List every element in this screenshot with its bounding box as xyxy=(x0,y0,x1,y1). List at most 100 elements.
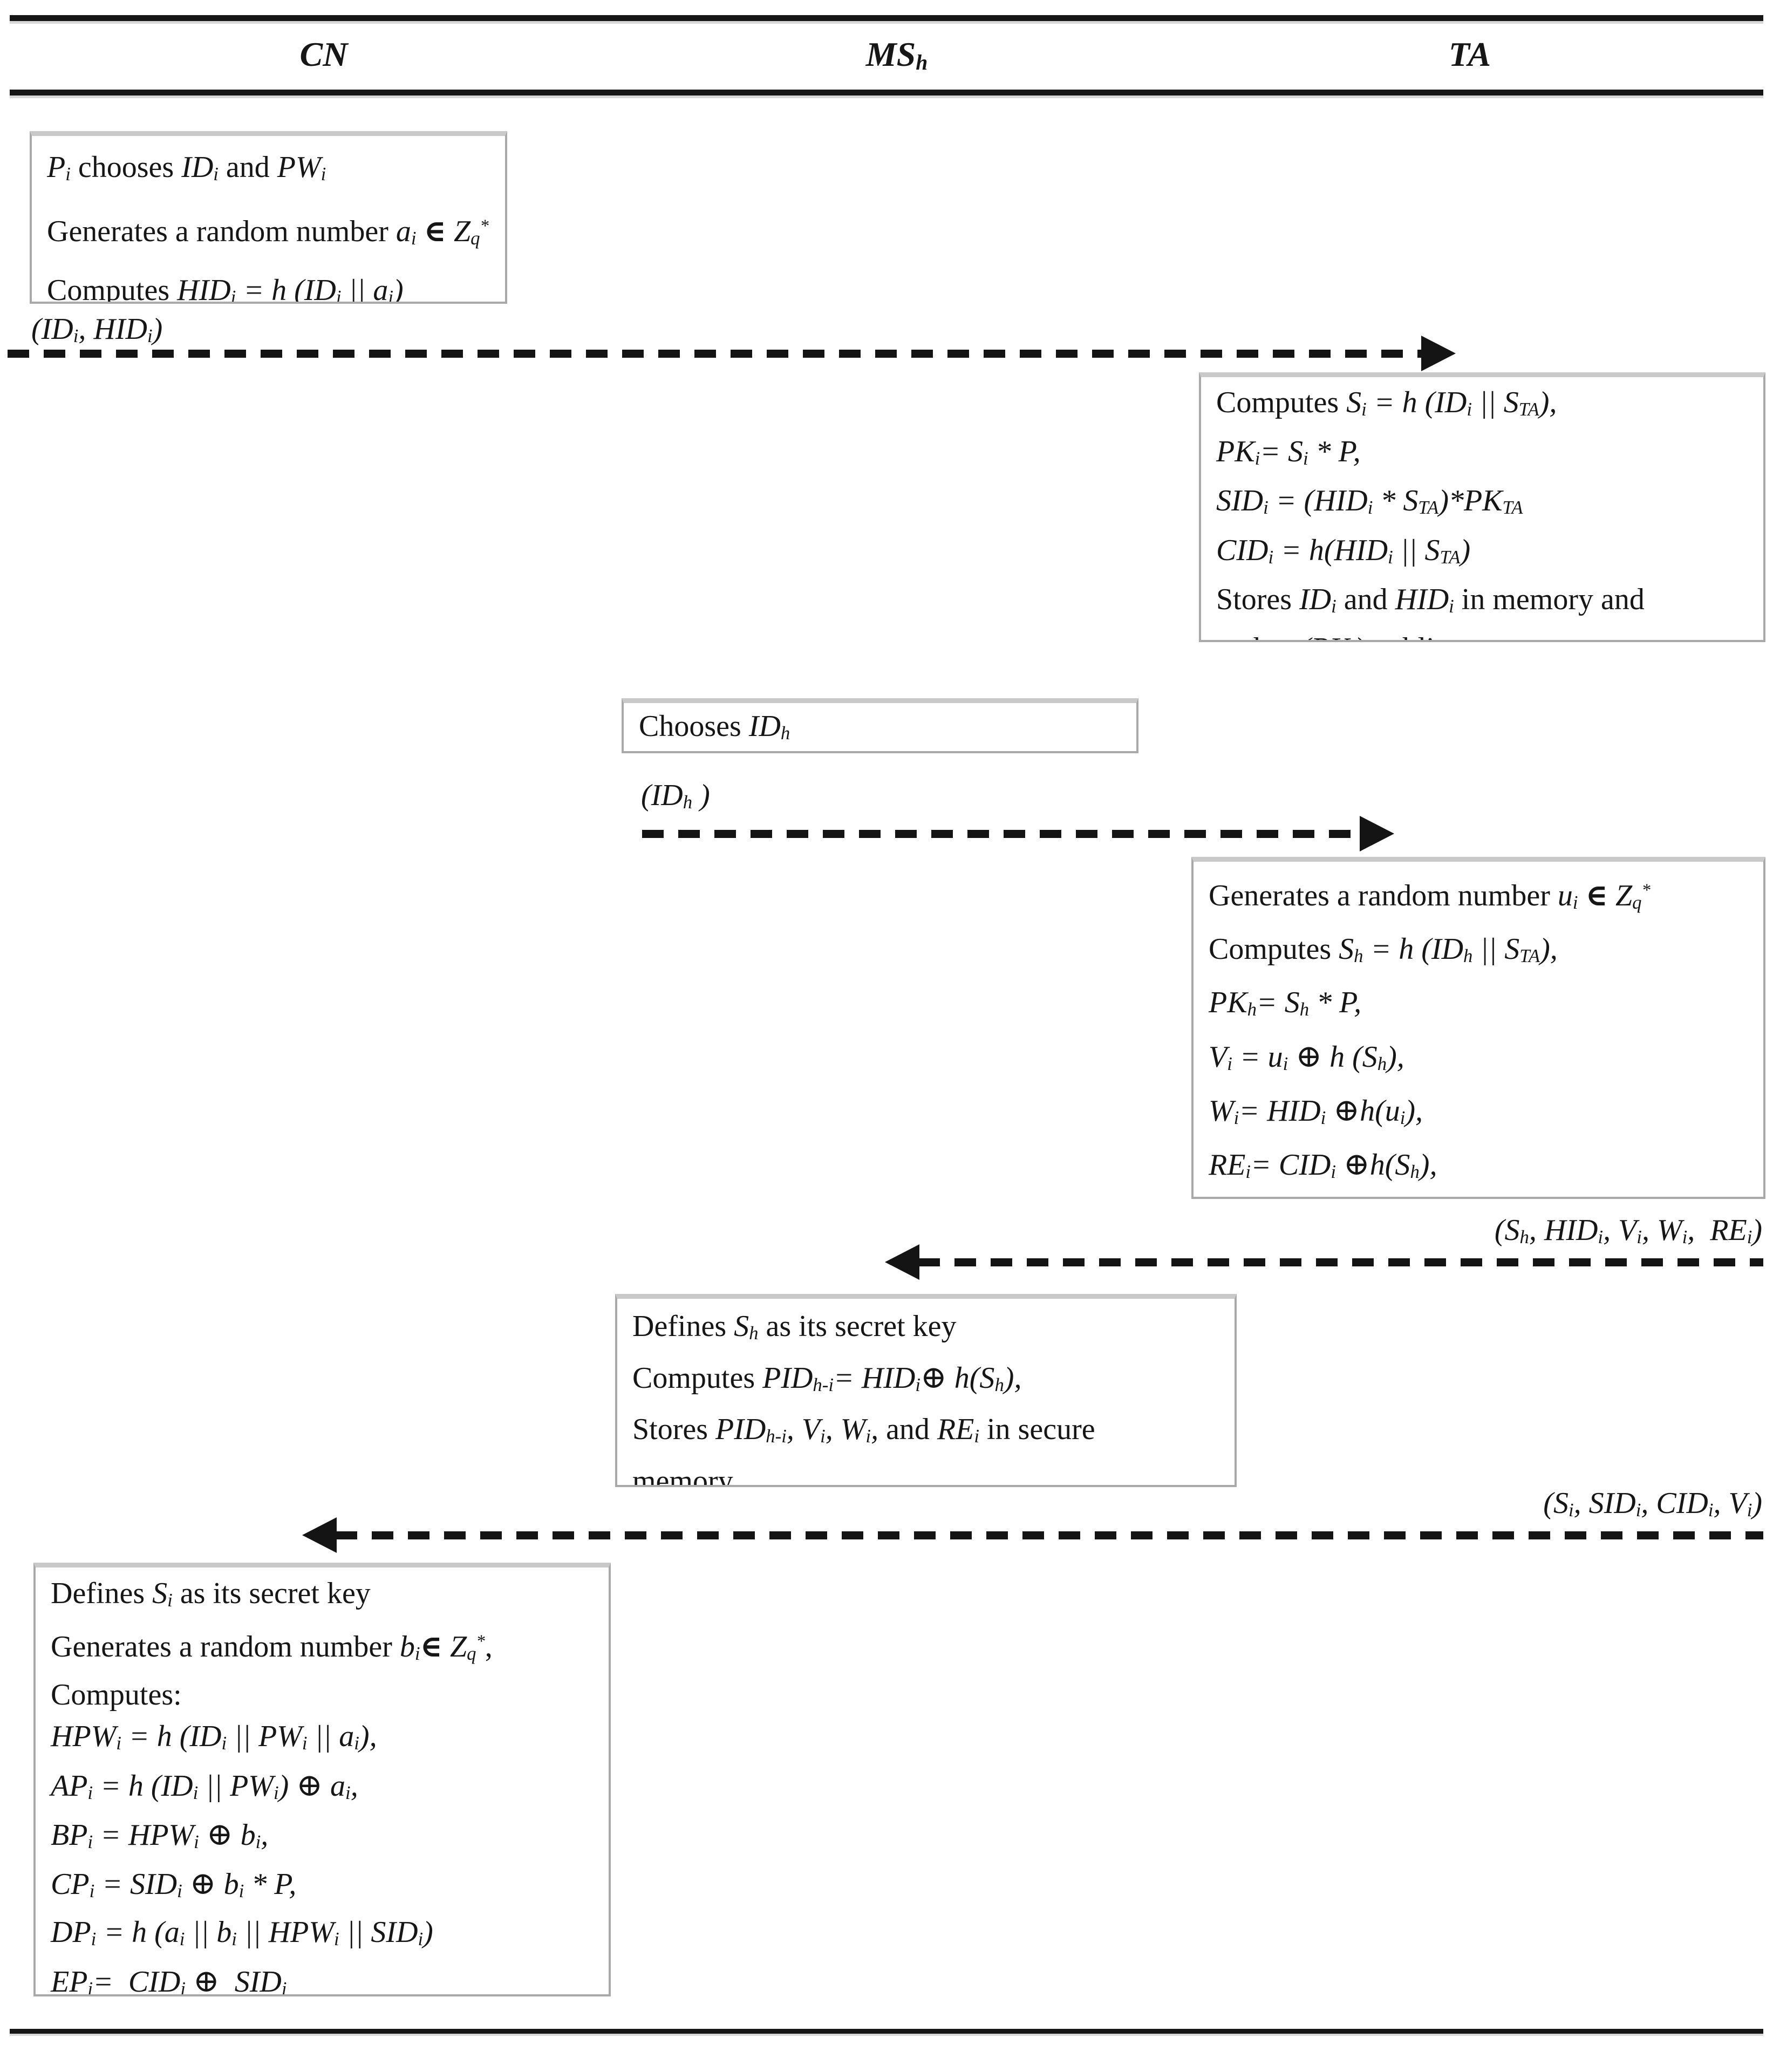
text-segment: h (ID xyxy=(128,1769,193,1803)
text-segment: S xyxy=(734,1310,749,1343)
text-segment: Computes xyxy=(632,1361,763,1395)
formula-line: Stores IDi and HIDi in memory and xyxy=(1216,578,1754,628)
text-segment: i xyxy=(1449,596,1454,617)
text-segment: Stores xyxy=(632,1413,715,1447)
text-segment: CN xyxy=(299,35,348,73)
text-segment: TA xyxy=(1418,497,1439,519)
text-segment: h (a xyxy=(132,1916,180,1950)
text-segment: W xyxy=(840,1413,866,1447)
text-segment: i xyxy=(213,163,219,185)
formula-line: SIDi = (HIDi * STA)*PKTA xyxy=(1216,480,1754,529)
text-segment: memory. xyxy=(632,1464,739,1487)
formula-line: Defines Si as its secret key xyxy=(51,1573,599,1621)
text-segment: , RE xyxy=(1687,1214,1747,1247)
text-segment: i xyxy=(1331,1161,1336,1183)
text-segment: V xyxy=(801,1413,821,1447)
text-segment: i xyxy=(89,1880,95,1902)
text-segment: , xyxy=(871,1413,879,1447)
text-segment: P xyxy=(1339,986,1354,1020)
text-segment: h xyxy=(916,51,928,75)
text-segment: i xyxy=(820,1426,826,1447)
text-segment: = (HID xyxy=(1268,484,1368,518)
text-segment: i xyxy=(1233,1107,1239,1129)
text-segment: , xyxy=(485,1630,493,1664)
message-label-msh-to-ta: (IDh ) xyxy=(641,778,710,813)
text-segment: ), xyxy=(1540,932,1558,966)
text-segment: i xyxy=(1283,1053,1288,1074)
text-segment: i xyxy=(414,1643,420,1665)
text-segment: i xyxy=(388,287,393,304)
text-segment: , W xyxy=(1641,1214,1682,1247)
formula-line: Computes Sh = h (IDh || STA), xyxy=(1209,926,1754,979)
text-segment: i xyxy=(1635,1500,1641,1521)
text-segment: * xyxy=(1308,435,1339,469)
text-segment: h (ID xyxy=(156,1720,222,1754)
text-segment: i xyxy=(1682,1226,1688,1248)
text-segment: ) xyxy=(152,312,163,346)
arrow-cn-to-ta-line xyxy=(8,350,1422,358)
text-segment: h xyxy=(994,1374,1004,1396)
text-segment: i xyxy=(1400,1107,1406,1129)
text-segment: Chooses xyxy=(639,710,749,743)
formula-line: Computes PIDh-i= HIDi⊕ h(Sh), xyxy=(632,1355,1225,1407)
text-segment: and xyxy=(878,1413,937,1447)
text-segment: i xyxy=(915,1374,920,1396)
text-segment: i xyxy=(333,1928,339,1950)
text-segment: || xyxy=(339,1916,371,1950)
text-segment: S xyxy=(1403,484,1419,518)
text-segment: * xyxy=(1309,986,1340,1020)
text-segment: ⊕ xyxy=(189,1866,216,1901)
text-segment: = xyxy=(121,1720,157,1754)
text-segment: || xyxy=(307,1720,339,1754)
formula-line: BPi = HPWi ⊕ bi, xyxy=(51,1814,599,1863)
text-segment: a xyxy=(373,274,388,304)
text-segment: ⊕ xyxy=(1343,1147,1370,1182)
text-segment: i xyxy=(1598,1226,1604,1248)
text-segment: Z xyxy=(449,1630,467,1664)
text-segment: * xyxy=(1641,881,1651,900)
text-segment: HID xyxy=(1395,582,1449,616)
text-segment: ID xyxy=(748,710,781,743)
text-segment: i xyxy=(354,1733,359,1754)
text-segment xyxy=(186,1965,193,1995)
box-ta-msh-keygen: Generates a random number ui ∈ Zq*Comput… xyxy=(1191,857,1765,1199)
text-segment: (S xyxy=(1543,1487,1569,1520)
text-segment: i xyxy=(87,1978,93,1996)
text-segment: i xyxy=(1331,596,1336,617)
text-segment: h xyxy=(1410,1161,1420,1183)
text-segment: TA xyxy=(1519,945,1540,967)
box-ta-cn-keygen: Computes Si = h (IDi || STA),PKi= Si * P… xyxy=(1199,372,1765,642)
text-segment: h(S xyxy=(954,1361,995,1395)
text-segment: MS xyxy=(865,35,916,73)
text-segment: h xyxy=(1247,999,1257,1020)
text-segment: TA xyxy=(1448,35,1491,73)
text-segment: V xyxy=(1209,1040,1228,1074)
text-segment: = xyxy=(834,1361,862,1395)
text-segment: ) xyxy=(1752,1214,1762,1247)
text-segment: )*PK xyxy=(1438,484,1503,518)
text-segment: , HID xyxy=(78,312,147,346)
text-segment: TA xyxy=(1440,546,1461,568)
text-segment: h xyxy=(1354,945,1363,967)
formula-line: Chooses IDh xyxy=(639,705,1127,751)
text-segment: i xyxy=(147,325,153,347)
text-segment xyxy=(446,215,454,248)
text-segment: PW xyxy=(230,1769,274,1803)
text-segment: , xyxy=(261,1818,269,1852)
bottom-rule xyxy=(10,2029,1763,2034)
formula-line: Stores PIDh-i, Vi, Wi, and REi in secure xyxy=(632,1407,1225,1458)
text-segment: ), xyxy=(1419,1148,1437,1182)
text-segment: h(HID xyxy=(1308,533,1388,567)
text-segment: Generates a random number xyxy=(51,1630,400,1664)
text-segment: h(u xyxy=(1360,1094,1400,1128)
formula-line: Makes (PKh, IDh) public. xyxy=(1209,1195,1754,1197)
text-segment: h (ID xyxy=(1399,932,1464,966)
text-segment: i xyxy=(345,1782,351,1803)
text-segment xyxy=(1608,879,1615,912)
text-segment: Defines xyxy=(632,1310,734,1343)
formula-line: APi = h (IDi || PWi) ⊕ ai, xyxy=(51,1764,599,1814)
text-segment: = xyxy=(1239,1094,1267,1128)
text-segment: = xyxy=(93,1818,128,1852)
